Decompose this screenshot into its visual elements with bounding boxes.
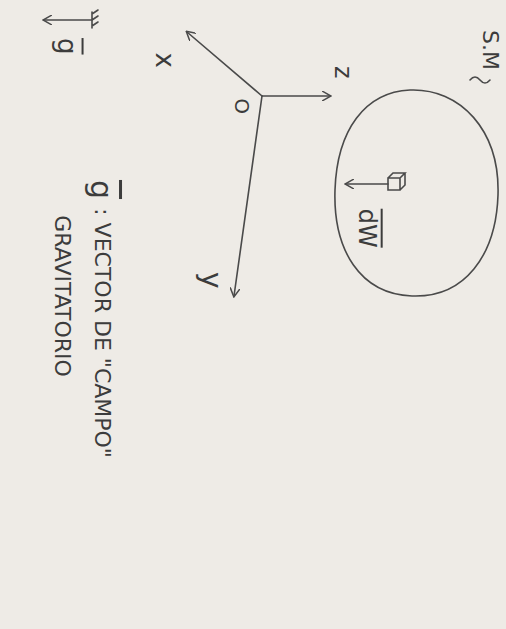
x-axis — [187, 32, 262, 96]
body-label: S.M — [478, 30, 502, 70]
caption-text: GRAVITATORIO — [50, 215, 74, 377]
axis-label: y — [195, 272, 226, 289]
leader — [470, 77, 490, 83]
caption-symbol: g — [85, 180, 118, 199]
axis-label: z — [329, 66, 355, 79]
gravity-arrow — [44, 19, 92, 21]
hatch — [92, 10, 98, 28]
weight-arrow — [346, 183, 388, 185]
field-symbol: g — [52, 38, 81, 55]
origin-label: O — [231, 98, 253, 114]
z-axis — [262, 95, 330, 97]
mass-element — [388, 173, 405, 190]
caption-text: : VECTOR DE "CAMPO" — [90, 208, 114, 458]
axis-label: x — [151, 52, 180, 67]
y-axis — [234, 96, 262, 296]
force-label: dW — [353, 209, 379, 248]
body-outline — [335, 90, 498, 296]
